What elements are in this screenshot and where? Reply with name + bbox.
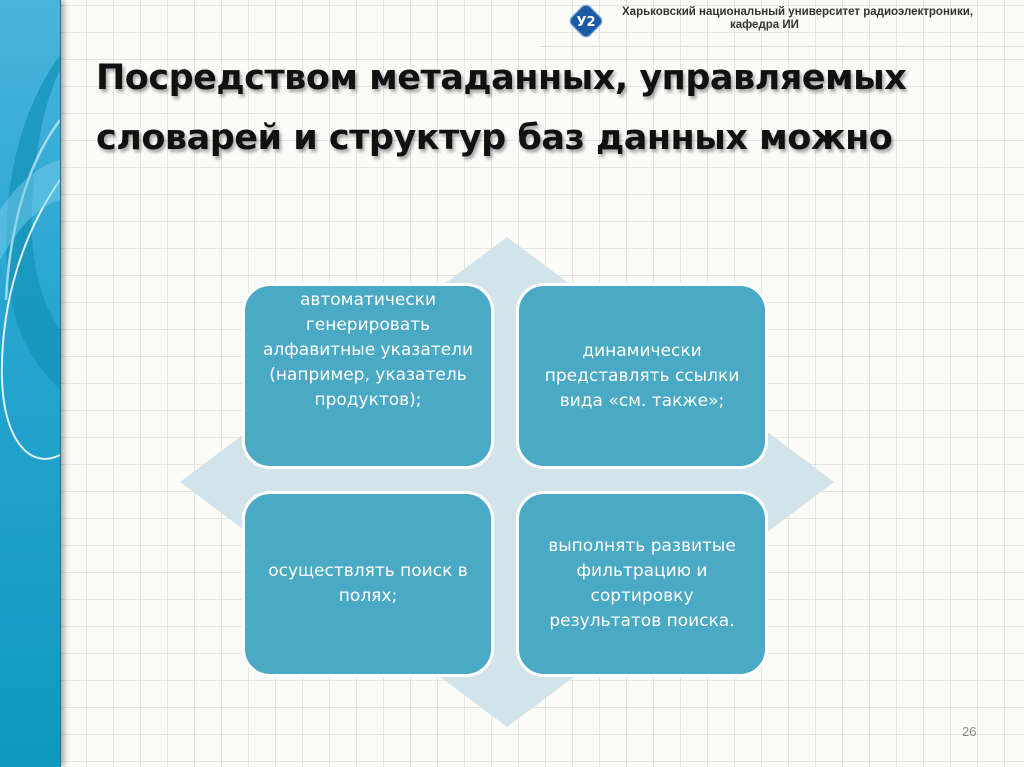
diagram-box-bottom-right: выполнять развитые фильтрацию и сортиров… [516,491,768,677]
header-divider [540,46,1024,47]
svg-text:У2: У2 [576,15,595,30]
diagram-box-text: осуществлять поиск в полях; [268,561,468,606]
institution-name: Харьковский национальный университет рад… [622,6,1022,32]
page-number: 26 [962,724,977,739]
institution-line-2: кафедра ИИ [730,19,799,31]
diagram-box-top-left: автоматически генерировать алфавитные ук… [242,283,494,469]
decorative-side-band [0,0,61,767]
slide-title: Посредством метаданных, управляемых слов… [96,58,907,158]
diagram-box-top-right: динамически представлять ссылки вида «см… [516,283,768,469]
diagram-box-bottom-left: осуществлять поиск в полях; [242,491,494,677]
university-logo-icon: У2 [569,4,603,38]
diagram-box-text: автоматически генерировать алфавитные ук… [262,290,474,410]
diagram-box-text: выполнять развитые фильтрацию и сортиров… [548,536,736,631]
institution-line-1: Харьковский национальный университет рад… [622,6,973,18]
diagram-box-text: динамически представлять ссылки вида «см… [544,340,740,411]
wave-decoration-icon [0,55,60,460]
